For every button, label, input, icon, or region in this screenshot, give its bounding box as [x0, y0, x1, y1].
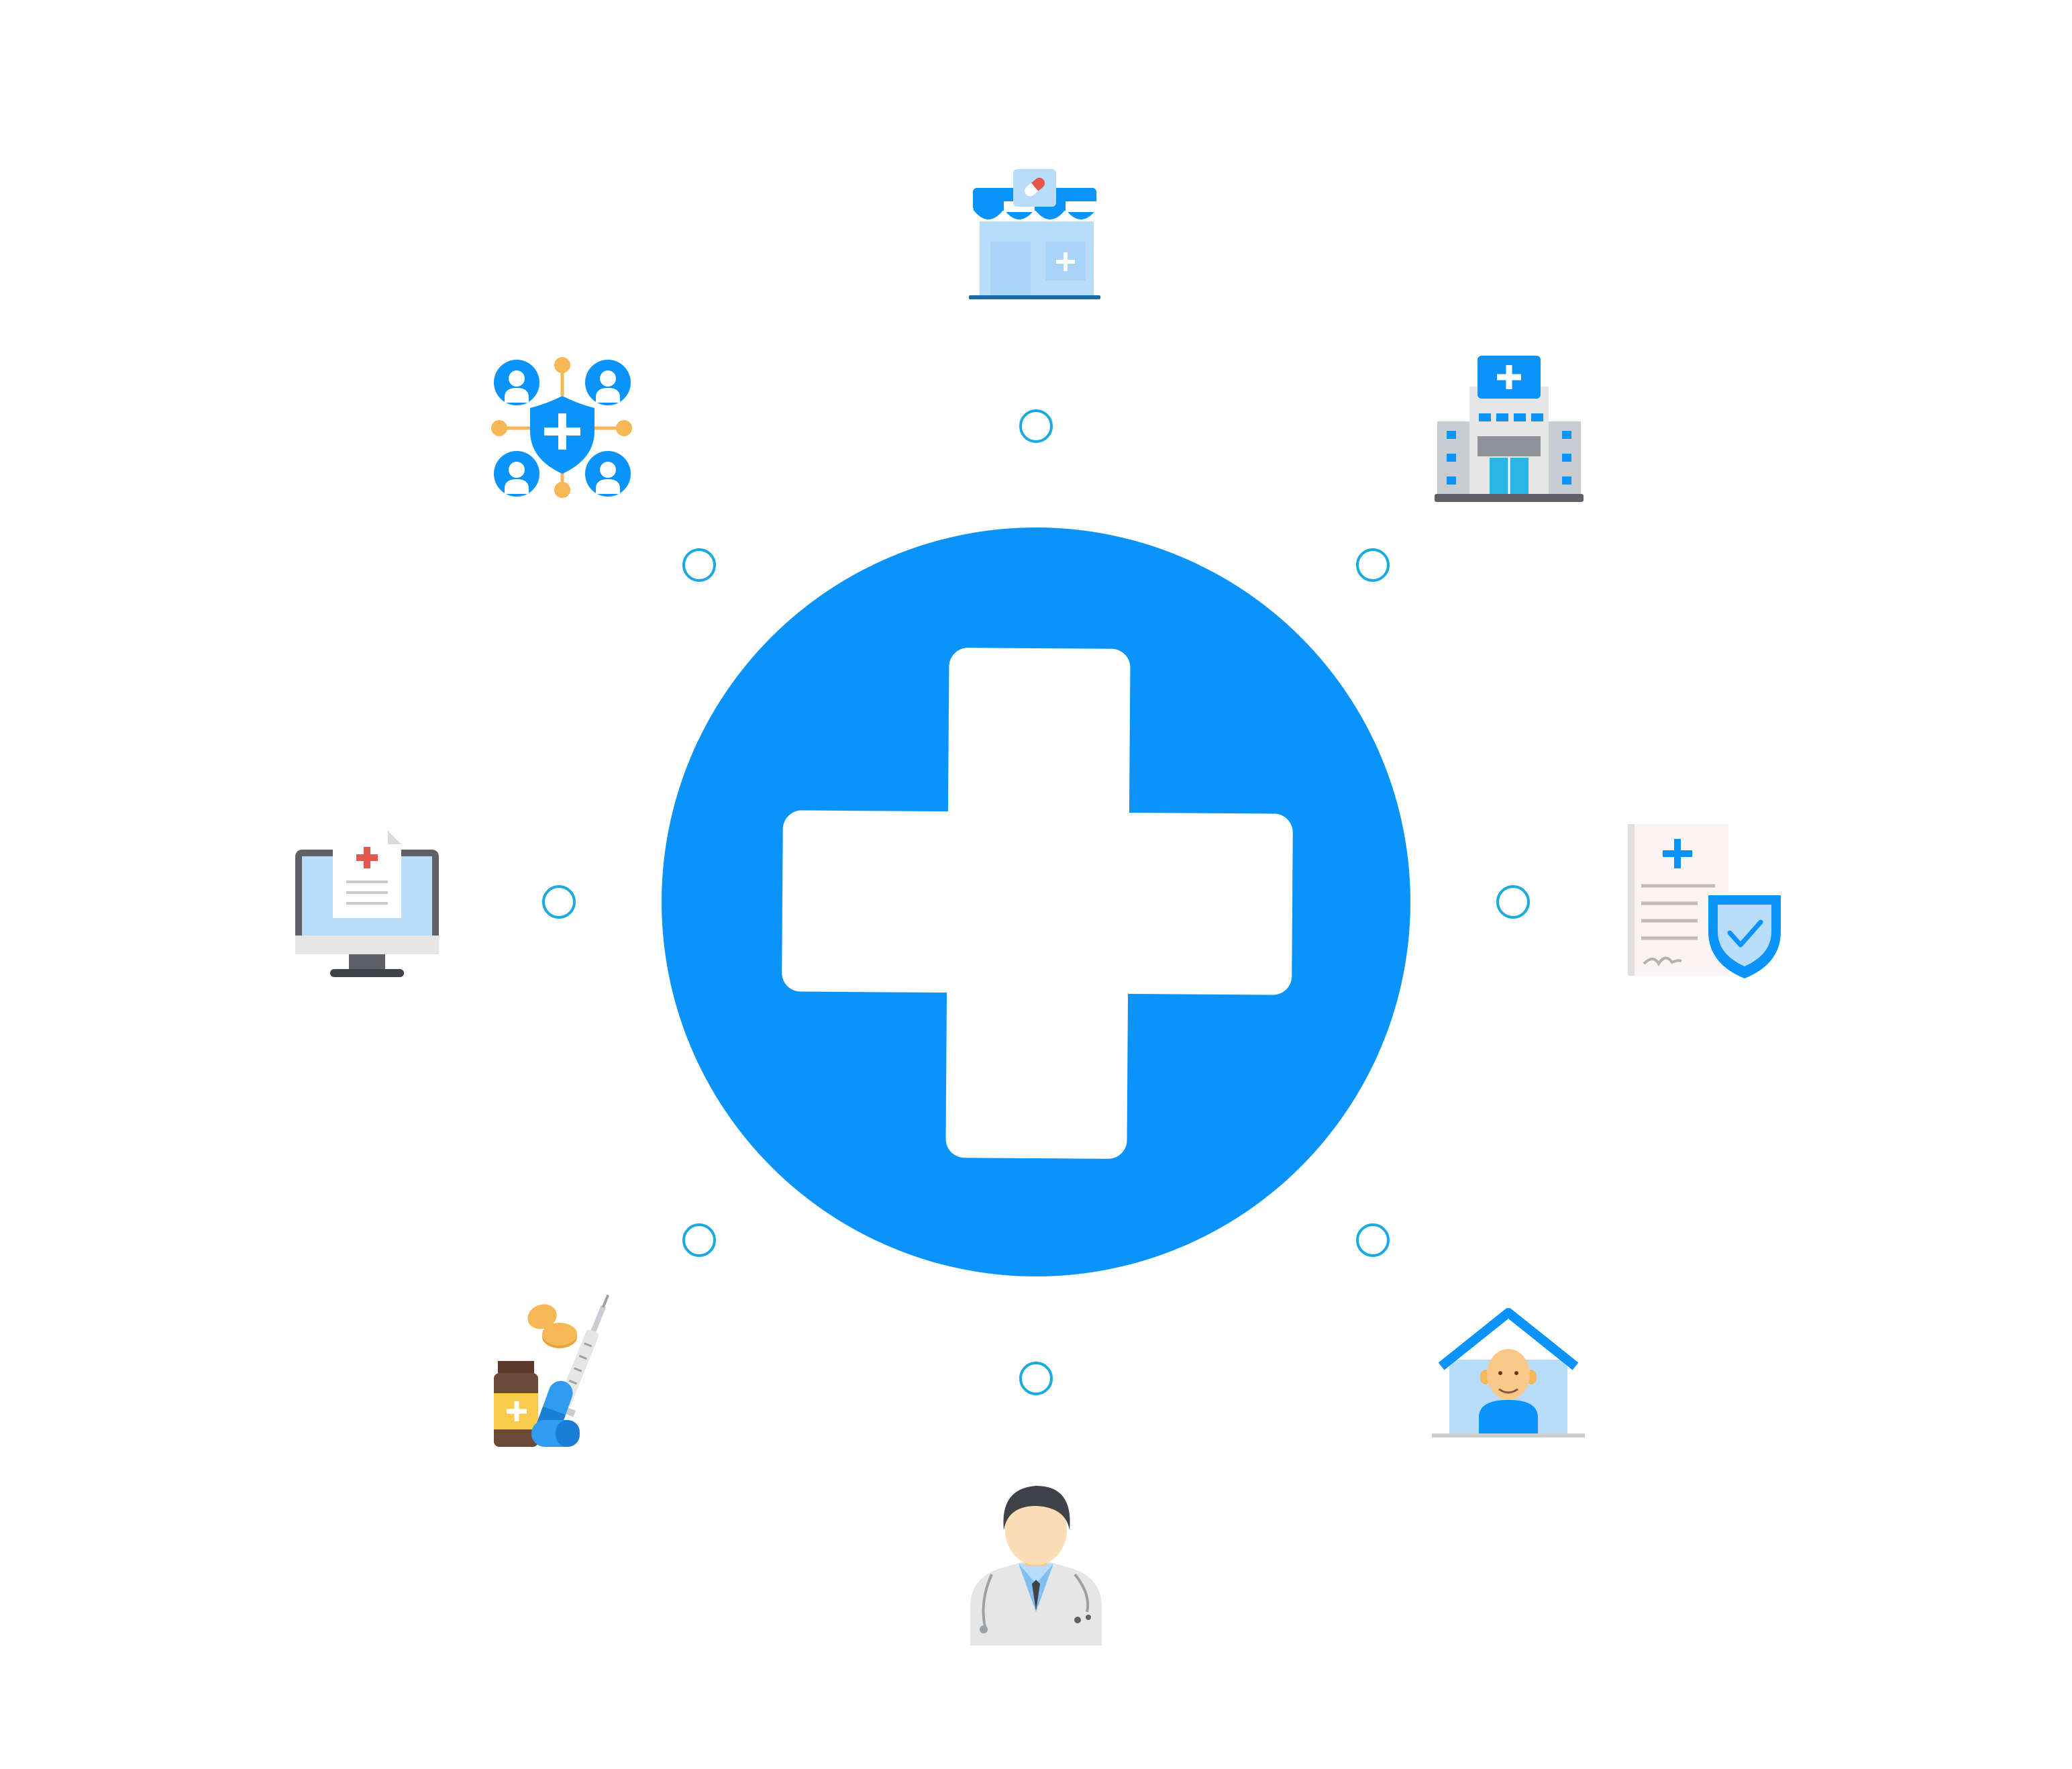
pharmacy-store-icon	[969, 169, 1100, 299]
connector-ring-health-network	[682, 548, 716, 582]
doctor-icon	[970, 1486, 1102, 1646]
home-care-icon	[1432, 1308, 1585, 1437]
health-insurance-document-icon	[1628, 824, 1781, 978]
connector-ring-telemedicine	[542, 885, 576, 919]
connector-ring-insurance	[1496, 885, 1530, 919]
connector-rings	[542, 409, 1530, 1395]
connector-ring-medicine	[682, 1223, 716, 1257]
hospital-building-icon	[1435, 356, 1584, 502]
medicine-icon	[494, 1295, 610, 1447]
connector-ring-home-care	[1356, 1223, 1390, 1257]
telemedicine-monitor-icon	[295, 831, 439, 977]
connector-ring-pharmacy	[1019, 409, 1053, 443]
health-network-icon	[491, 357, 632, 498]
network-person-icons	[494, 360, 631, 497]
connector-ring-doctor	[1019, 1362, 1053, 1395]
medical-cross-icon	[662, 527, 1410, 1276]
connector-ring-hospital	[1356, 548, 1390, 582]
